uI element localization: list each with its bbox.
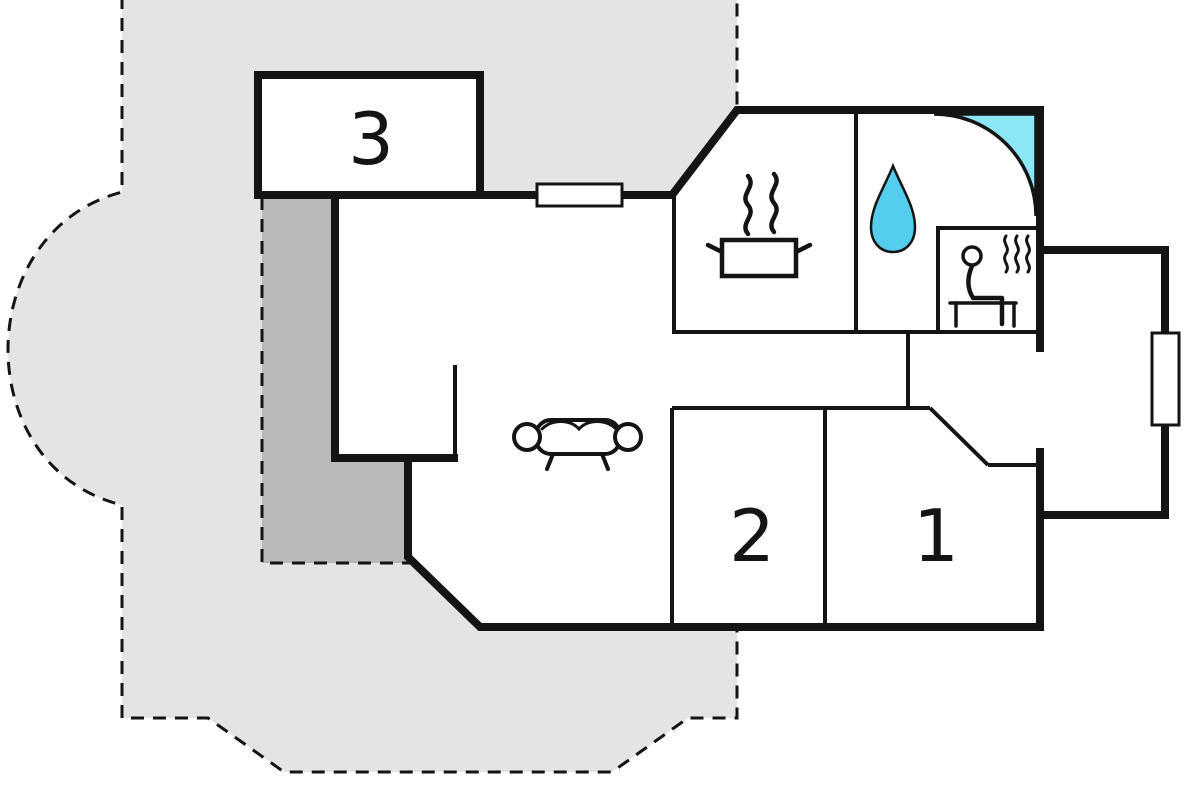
- sofa-arm-right: [613, 422, 643, 452]
- side-room: [1036, 246, 1169, 519]
- person-head: [961, 245, 983, 267]
- person-body: [966, 263, 1005, 327]
- room-1-label: 1: [913, 494, 959, 578]
- room-3-label: 3: [348, 97, 394, 181]
- sofa-arm-left: [512, 422, 542, 452]
- sauna-cabin: [936, 226, 1040, 334]
- sofa-icon: [512, 418, 643, 471]
- sofa-back-wave: [540, 420, 618, 432]
- corner-bath-icon: [933, 112, 1038, 217]
- window-icon-right: [1150, 331, 1181, 427]
- heat-wave-line: [1025, 234, 1031, 274]
- sofa-leg-right: [600, 452, 610, 471]
- patio-dashed-border: [260, 197, 410, 565]
- steam-line: [769, 171, 779, 235]
- pot-handle-left: [705, 242, 725, 255]
- room-3: [254, 71, 484, 199]
- window-icon-top: [535, 182, 624, 208]
- side-room-doorway: [1032, 352, 1048, 448]
- heat-wave-line: [1014, 234, 1020, 274]
- pot-handle-right: [793, 242, 813, 255]
- wall-segment-hall-diagonal: [928, 406, 990, 467]
- house-exterior-walls: [331, 106, 1044, 631]
- room-2-label: 2: [729, 494, 775, 578]
- sauna-icon: [948, 234, 1031, 328]
- stove-pot-icon: [705, 171, 813, 279]
- pot-body: [719, 237, 799, 279]
- heat-wave-line: [1003, 234, 1009, 274]
- water-drop-icon: [869, 162, 917, 254]
- sofa-leg-left: [545, 452, 555, 471]
- interior-walls: [670, 110, 1040, 627]
- steam-line: [743, 173, 753, 237]
